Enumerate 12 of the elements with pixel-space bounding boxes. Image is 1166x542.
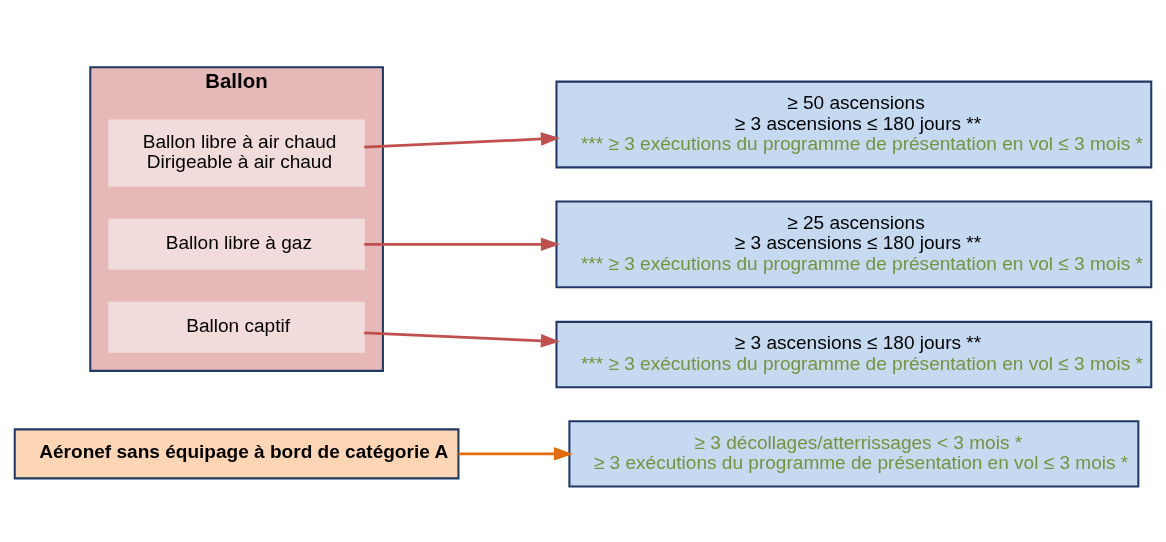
node-box: ≥ 25 ascensions ≥ 3 ascensions ≤ 180 jours ** *** ≥ 3 exécutions du programme de présentation en vol ≤ 3 mois * — [555, 199, 1153, 288]
arrow — [364, 331, 560, 347]
arrow — [458, 446, 573, 461]
arrow — [364, 237, 560, 251]
node-box: ≥ 3 ascensions ≤ 180 jours ** *** ≥ 3 exécutions du programme de présentation en vol ≤ 3 mois * — [555, 320, 1153, 388]
node-box: Ballon libre à air chaud Dirigeable à air chaud — [108, 118, 365, 187]
node-box: Ballon libre à gaz — [108, 218, 365, 270]
node-box: Ballon captif — [108, 301, 365, 353]
node-box: ≥ 50 ascensions ≥ 3 ascensions ≤ 180 jours ** *** ≥ 3 exécutions du programme de présentation en vol ≤ 3 mois * — [555, 80, 1153, 168]
node-box: Aéronef sans équipage à bord de catégorie A — [13, 427, 460, 479]
node-box: ≥ 3 décollages/atterrissages < 3 mois * ≥ 3 exécutions du programme de présentation en vol ≤ 3 mois * — [568, 419, 1140, 488]
arrow — [364, 131, 560, 149]
